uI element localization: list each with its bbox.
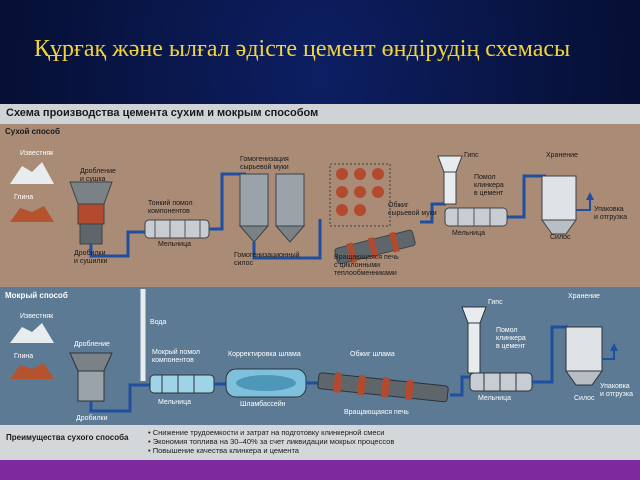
wet-packing-label: Упаковка и отгрузка <box>600 383 633 398</box>
dry-crusher-base <box>79 223 103 245</box>
wet-crusher-body <box>77 370 105 402</box>
advantage-item: • Снижение трудоемкости и затрат на подг… <box>148 428 385 437</box>
advantage-item: • Экономия топлива на 30–40% за счет лик… <box>148 437 395 446</box>
dry-cyclone-3 <box>372 168 384 180</box>
dry-crusher-hopper <box>69 181 113 205</box>
dry-crusher-body <box>77 203 105 225</box>
wet-kiln-label: Вращающаяся печь <box>344 409 409 416</box>
dry-section-label: Сухой способ <box>5 127 60 136</box>
dry-pipe-1 <box>89 230 148 258</box>
dry-gypsum-hopper <box>437 155 463 173</box>
wet-water-label: Вода <box>150 319 167 326</box>
dry-cyclone-frame <box>329 163 391 227</box>
wet-pipe-3 <box>532 325 568 384</box>
advantages-title: Преимущества сухого способа <box>6 433 129 442</box>
wet-pipe-1 <box>89 383 150 413</box>
slide-title: Құрғақ және ылғал әдісте цемент өндіруді… <box>34 36 571 62</box>
dry-pipe-2 <box>209 172 246 231</box>
dry-clay-label: Глина <box>14 194 34 201</box>
dry-cyclone-1 <box>336 168 348 180</box>
wet-slurry-correction-label: Корректировка шлама <box>228 351 301 358</box>
wet-pipe-4 <box>602 349 615 360</box>
dry-clinker-grinding-label: Помол клинкера в цемент <box>474 174 504 197</box>
wet-crushing-label: Дробление <box>74 341 110 348</box>
wet-mill2-label: Мельница <box>478 395 511 402</box>
dry-storage-silo <box>541 175 577 221</box>
diagram-title: Схема производства цемента сухим и мокры… <box>6 107 319 119</box>
wet-storage-label: Хранение <box>568 293 600 300</box>
advantages-list: • Снижение трудоемкости и затрат на подг… <box>148 428 394 455</box>
dry-cyclone-6 <box>372 186 384 198</box>
wet-slurry-firing-label: Обжиг шлама <box>350 351 395 358</box>
footer-bar <box>0 460 640 480</box>
dry-limestone-label: Известняк <box>20 150 54 157</box>
dry-silo-label: Силос <box>550 234 571 241</box>
dry-pipe-5 <box>507 174 546 219</box>
wet-pipe-2 <box>450 375 476 397</box>
dry-crusher-dryer-label: Дробилки и сушилки <box>74 250 108 265</box>
dry-homo-silo-2 <box>275 173 305 227</box>
dry-limestone-pile <box>10 162 54 184</box>
dry-homo-silo-1 <box>239 173 269 227</box>
wet-limestone-pile <box>10 323 54 343</box>
dry-pipe-4 <box>420 202 446 224</box>
cement-production-diagram: Схема производства цемента сухим и мокры… <box>0 104 640 460</box>
advantages-panel: Преимущества сухого способа • Снижение т… <box>0 425 640 460</box>
dry-rotary-kiln <box>334 229 416 265</box>
wet-storage-silo <box>565 326 603 372</box>
wet-crusher-hopper <box>69 352 113 372</box>
dry-gypsum-label: Гипс <box>464 152 479 159</box>
wet-process-panel: Мокрый способ <box>0 287 640 425</box>
wet-slurry-basin-label: Шламбассейн <box>240 401 286 408</box>
dry-clay-pile <box>10 206 54 222</box>
dry-kiln-label: Вращающаяся печь с циклонными теплообмен… <box>334 254 399 277</box>
dry-packing-label: Упаковка и отгрузка <box>594 206 627 221</box>
wet-section-label: Мокрый способ <box>5 291 68 300</box>
dry-process-drawing <box>10 155 594 265</box>
dry-homogenization-label: Гомогенизация сырьевой муки <box>240 156 289 171</box>
wet-mill <box>149 374 215 394</box>
dry-firing-label: Обжиг сырьевой муки <box>388 202 437 217</box>
dry-fine-grinding-label: Тонкий помол компонентов <box>148 200 193 215</box>
dry-output-arrow <box>586 192 594 200</box>
dry-homo-silo-label: Гомогенизационный силос <box>234 252 300 267</box>
wet-limestone-label: Известняк <box>20 313 54 320</box>
dry-crushing-label: Дробление и сушка <box>80 168 116 183</box>
dry-cement-mill <box>444 207 508 227</box>
wet-cement-mill <box>469 372 533 392</box>
diagram-header: Схема производства цемента сухим и мокры… <box>0 104 640 124</box>
advantage-item: • Повышение качества клинкера и цемента <box>148 446 299 455</box>
dry-process-panel: Сухой способ <box>0 124 640 287</box>
wet-silo-label: Силос <box>574 395 595 402</box>
dry-pipe-3 <box>252 219 322 260</box>
dry-cyclone-7 <box>336 204 348 216</box>
wet-process-drawing <box>10 289 618 413</box>
wet-rotary-kiln <box>317 372 449 403</box>
dry-mill2-label: Мельница <box>452 230 485 237</box>
dry-cyclone-5 <box>354 186 366 198</box>
wet-clay-label: Глина <box>14 353 34 360</box>
dry-mill-label: Мельница <box>158 241 191 248</box>
dry-cyclone-4 <box>336 186 348 198</box>
wet-gypsum-hopper <box>461 306 487 324</box>
wet-output-arrow <box>610 343 618 351</box>
wet-clay-pile <box>10 363 54 379</box>
wet-gypsum-label: Гипс <box>488 299 503 306</box>
dry-cyclone-8 <box>354 204 366 216</box>
dry-pipe-6 <box>576 198 591 211</box>
dry-cyclone-2 <box>354 168 366 180</box>
dry-storage-label: Хранение <box>546 152 578 159</box>
wet-grinding-label: Мокрый помол компонентов <box>152 349 200 364</box>
wet-crushers-label: Дробилки <box>76 415 108 422</box>
wet-clinker-grinding-label: Помол клинкера в цемент <box>496 327 526 350</box>
wet-mill-label: Мельница <box>158 399 191 406</box>
